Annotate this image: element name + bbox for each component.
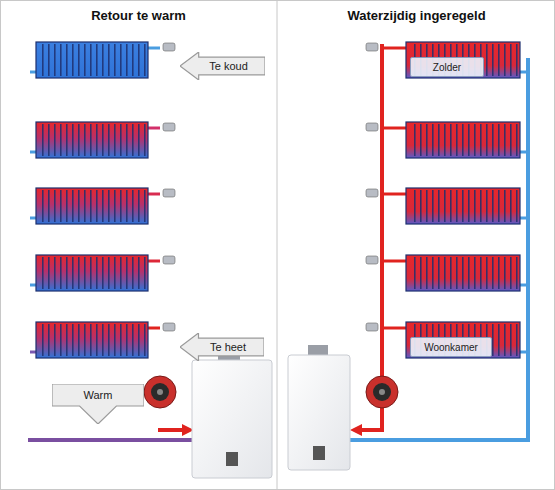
panel-title: Retour te warm: [0, 8, 277, 23]
label-text: Te heet: [198, 341, 246, 353]
label-text: Warm: [84, 389, 113, 401]
callout-arrow: Te koud: [180, 52, 265, 80]
room-tag: Woonkamer: [410, 337, 492, 357]
label-text: Te koud: [197, 60, 248, 72]
callout-arrow: Te heet: [180, 333, 264, 361]
panel: Retour te warm Te koud Te heetWarm: [0, 0, 277, 490]
callout-arrow: Warm: [52, 384, 144, 424]
label-text: Woonkamer: [424, 342, 478, 353]
label-text: Zolder: [433, 62, 461, 73]
panel: Waterzijdig ingeregeldZolderWoonkamer: [278, 0, 555, 490]
room-tag: Zolder: [410, 57, 484, 77]
panel-title: Waterzijdig ingeregeld: [278, 8, 555, 23]
